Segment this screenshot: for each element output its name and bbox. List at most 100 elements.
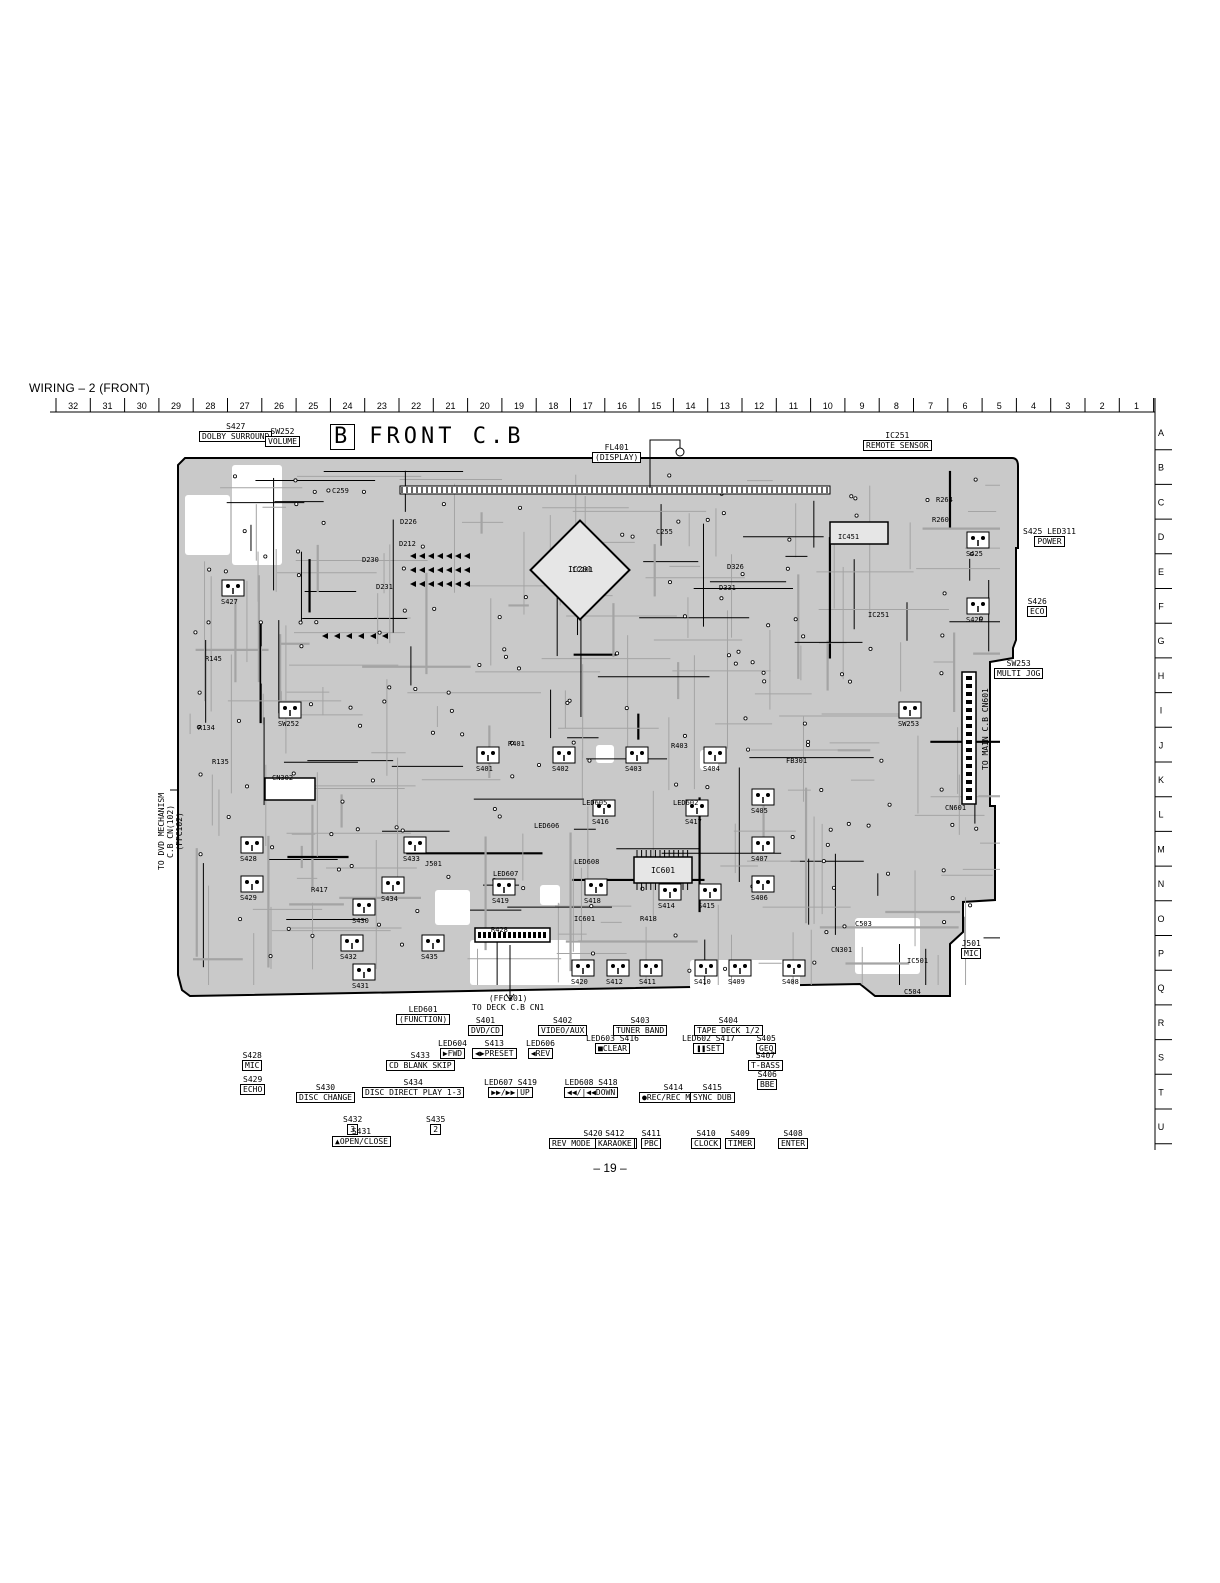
via [750, 660, 755, 665]
note-main-cb: TO MAIN C.B CN601 [981, 688, 990, 770]
diode [419, 553, 425, 559]
switch-s416 [592, 799, 616, 817]
component-r428: R428 [491, 926, 508, 934]
connector-pin [966, 780, 972, 784]
column-label: 20 [480, 401, 490, 411]
label-sw252-ref: SW252 [270, 427, 295, 436]
switch-pad [640, 751, 644, 755]
via [291, 771, 296, 776]
legend-led604-function: ▶FWD [439, 1048, 466, 1059]
via [413, 686, 418, 691]
row-label: T [1158, 1087, 1164, 1097]
column-label: 12 [754, 401, 764, 411]
via [879, 758, 884, 763]
switch-pad [663, 888, 667, 892]
switch-pad [367, 903, 371, 907]
row-label: A [1158, 428, 1164, 438]
board-name: FRONT C.B [369, 424, 525, 449]
connector-pin [966, 764, 972, 768]
note-deck-line-2: TO DECK C.B CN1 [472, 1003, 545, 1012]
legend-s433-function: CD BLANK SKIP [386, 1060, 455, 1071]
legend-s402-ref: S402 [553, 1016, 573, 1025]
via [785, 566, 790, 571]
row-label: C [1158, 497, 1165, 507]
connector-pin [966, 700, 972, 704]
via [802, 721, 807, 726]
row-label: R [1158, 1018, 1165, 1028]
connector-pin [498, 932, 501, 938]
switch-pad [557, 751, 561, 755]
via [361, 489, 366, 494]
via [854, 513, 859, 518]
component-ic251: IC251 [868, 611, 890, 619]
switch-pad [367, 968, 371, 972]
diode [446, 567, 452, 573]
switch-s433 [403, 836, 427, 854]
via [674, 782, 679, 787]
via [746, 747, 751, 752]
component-c503: C503 [855, 920, 872, 928]
legend-s407-function: T-BASS [748, 1060, 783, 1071]
via [801, 634, 806, 639]
legend-s403-function: TUNER BAND [613, 1025, 668, 1036]
label-ic251-function: REMOTE SENSOR [863, 440, 932, 451]
via [193, 630, 198, 635]
legend-s406-function: BBE [757, 1079, 778, 1090]
switch-pad [766, 841, 770, 845]
via [270, 845, 275, 850]
switch-tag-s427: S427 [221, 598, 238, 606]
via [853, 496, 858, 501]
diode [437, 553, 443, 559]
column-label: 32 [68, 401, 78, 411]
component-d212: D212 [399, 540, 416, 548]
via [198, 852, 203, 857]
legend-led607-ref: LED607 S419 [484, 1078, 537, 1087]
via [806, 739, 811, 744]
label-s425-function: POWER [1034, 536, 1065, 547]
connector-pin [533, 932, 536, 938]
via [968, 903, 973, 908]
via [430, 730, 435, 735]
switch-tag-s408: S408 [782, 978, 799, 986]
legend-s411-ref: S411 [641, 1129, 661, 1138]
board-cutout [855, 918, 920, 974]
switch-pad [700, 804, 704, 808]
via [355, 827, 360, 832]
connector-pin [966, 748, 972, 752]
via [978, 616, 983, 621]
row-label: O [1157, 914, 1164, 924]
diode [428, 567, 434, 573]
switch-pad [756, 880, 760, 884]
via [460, 732, 465, 737]
via [394, 825, 399, 830]
switch-pad [756, 841, 760, 845]
switch-tag-s425: S425 [966, 550, 983, 558]
legend-led606: LED606◀REV [526, 1040, 555, 1059]
via [868, 646, 873, 651]
legend-led608-ref: LED608 S418 [564, 1078, 618, 1087]
switch-tag-s417: S417 [685, 818, 702, 826]
legend-s415-ref: S415 [702, 1083, 722, 1092]
switch-tag-s404: S404 [703, 765, 720, 773]
legend-s409-ref: S409 [730, 1129, 750, 1138]
via [740, 572, 745, 577]
legend-s408-function: ENTER [778, 1138, 809, 1149]
via [258, 620, 263, 625]
component-led606: LED606 [534, 822, 560, 830]
diode [437, 581, 443, 587]
via [974, 826, 979, 831]
via [939, 671, 944, 676]
via [377, 630, 382, 635]
switch-tag-s429: S429 [240, 894, 257, 902]
switch-s409 [728, 959, 752, 977]
switch-s431 [352, 963, 376, 981]
legend-s420-function: REV MODE (DECK 2) [549, 1138, 637, 1149]
switch-pad [708, 751, 712, 755]
via [939, 787, 944, 792]
via [516, 666, 521, 671]
via [293, 478, 298, 483]
